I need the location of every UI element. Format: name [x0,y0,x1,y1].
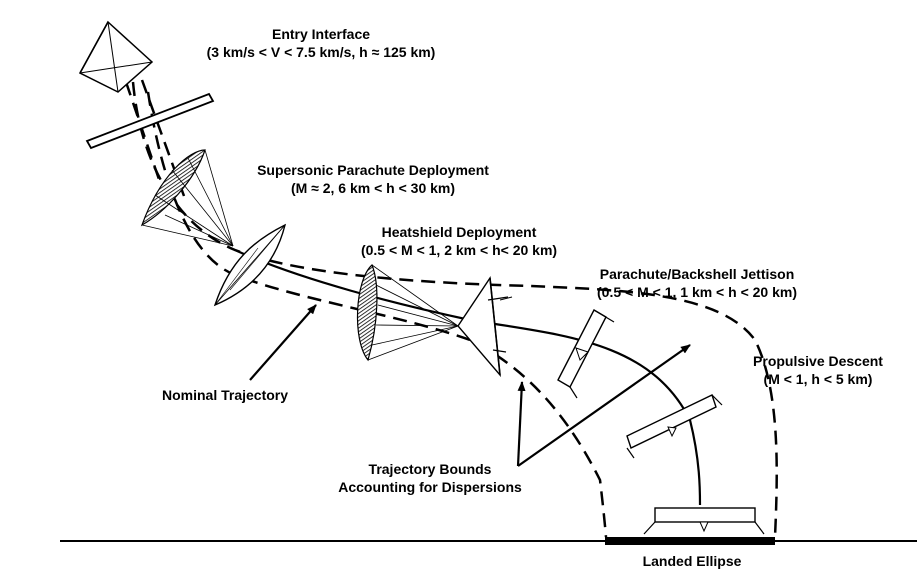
bounds-arrow-right [517,344,691,467]
supersonic-parachute-label: Supersonic Parachute Deployment (M ≈ 2, … [257,161,489,197]
heatshield-parachute-icon [356,263,459,362]
lower-bound-trajectory [146,91,608,538]
propulsive-descent-label: Propulsive Descent (M < 1, h < 5 km) [753,352,883,388]
plasma-bar-icon [85,92,215,150]
landed-ellipse-label: Landed Ellipse [642,553,742,569]
upper-bound-trajectory [131,81,778,538]
backshell-icon [457,275,513,378]
lander-landed-icon [643,507,765,535]
nominal-trajectory-line [234,249,702,506]
entry-interface-title: Entry Interface [271,26,371,42]
heatshield-deployment-conditions: (0.5 < M < 1, 2 km < h< 20 km) [360,242,558,258]
bounds-arrow-left [516,381,526,467]
lander-powered-descent-icon [626,394,723,459]
entry-capsule-icon [78,20,154,93]
backshell-jettison-title: Parachute/Backshell Jettison [599,266,795,282]
lander-jettison-icon [557,309,615,399]
propulsive-descent-conditions: (M < 1, h < 5 km) [763,371,873,387]
landed-ellipse-bar [605,537,775,545]
propulsive-descent-title: Propulsive Descent [753,353,883,369]
supersonic-parachute-title: Supersonic Parachute Deployment [257,162,489,178]
nominal-trajectory-label: Nominal Trajectory [161,387,289,403]
trajectory-bounds-line1: Trajectory Bounds [368,461,492,477]
backshell-jettison-label: Parachute/Backshell Jettison (0.5 < M < … [597,265,797,301]
trajectory-bounds-line2: Accounting for Dispersions [338,479,522,495]
heatshield-deployment-title: Heatshield Deployment [381,224,537,240]
heatshield-deployment-label: Heatshield Deployment (0.5 < M < 1, 2 km… [361,223,557,259]
entry-interface-conditions: (3 km/s < V < 7.5 km/s, h ≈ 125 km) [206,44,436,60]
entry-interface-label: Entry Interface (3 km/s < V < 7.5 km/s, … [207,25,436,61]
entry-dash-left [124,81,168,201]
nominal-trajectory-arrow [249,304,317,381]
backshell-jettison-conditions: (0.5 < M < 1, 1 km < h < 20 km) [597,284,797,300]
entry-vehicle-descent-icon [213,223,287,307]
trajectory-bounds-label: Trajectory Bounds Accounting for Dispers… [338,460,522,496]
supersonic-parachute-conditions: (M ≈ 2, 6 km < h < 30 km) [290,180,456,196]
supersonic-parachute-icon [140,149,234,247]
